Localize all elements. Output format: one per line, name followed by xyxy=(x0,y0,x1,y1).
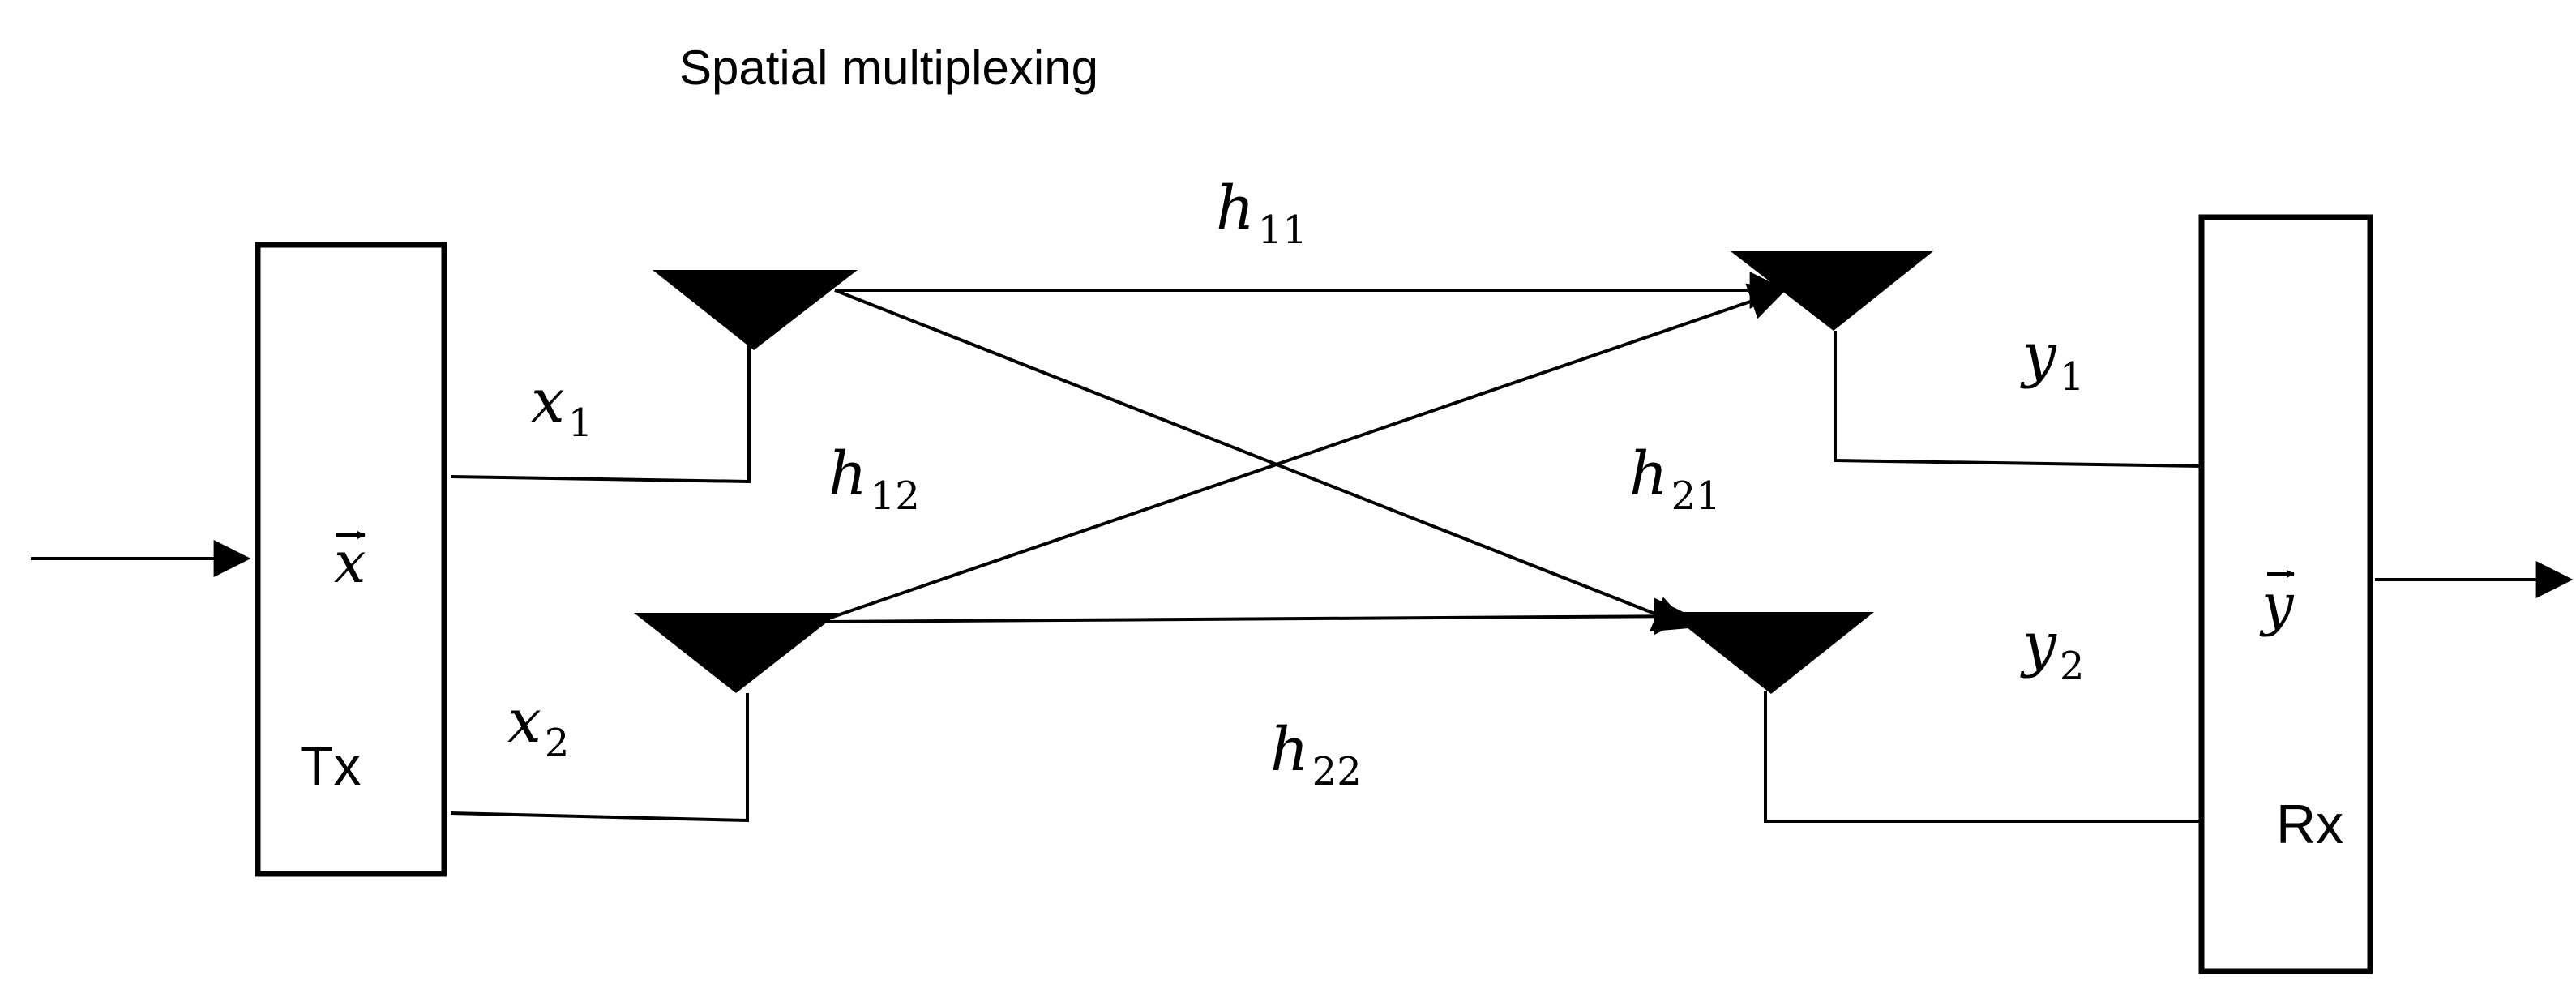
tx-feed-line-1 xyxy=(450,345,751,484)
tx-block xyxy=(255,242,447,877)
rx-block xyxy=(2198,214,2373,974)
tx-antenna-1 xyxy=(653,270,858,350)
tx-feed-line-2 xyxy=(450,693,749,823)
channel-path-h12 xyxy=(818,283,1787,623)
tx-vector-symbol: x xyxy=(334,529,366,596)
label-x2: x2 xyxy=(507,687,569,766)
svg-text:x: x xyxy=(334,529,366,596)
channel-path-h21 xyxy=(834,289,1692,632)
tx-antenna-2 xyxy=(634,613,839,693)
label-x1: x1 xyxy=(531,366,593,446)
channel-path-h22 xyxy=(818,597,1692,636)
rx-feed-line-1 xyxy=(1834,331,2204,468)
rx-vector-symbol: y xyxy=(2259,570,2295,638)
rx-antenna-2 xyxy=(1667,612,1874,694)
rx-antenna-1 xyxy=(1731,251,1933,331)
label-h22: h22 xyxy=(1270,715,1362,794)
label-h11: h11 xyxy=(1216,173,1307,253)
label-h12: h12 xyxy=(828,439,920,519)
label-y2: y2 xyxy=(2020,610,2084,689)
label-h21: h21 xyxy=(1629,439,1721,519)
rx-feed-line-2 xyxy=(1764,691,2203,823)
svg-text:y: y xyxy=(2259,571,2295,638)
label-y1: y1 xyxy=(2020,320,2084,400)
tx-label: Tx xyxy=(300,735,362,797)
diagram-title: Spatial multiplexing xyxy=(679,41,1098,95)
rx-label: Rx xyxy=(2276,794,2343,855)
